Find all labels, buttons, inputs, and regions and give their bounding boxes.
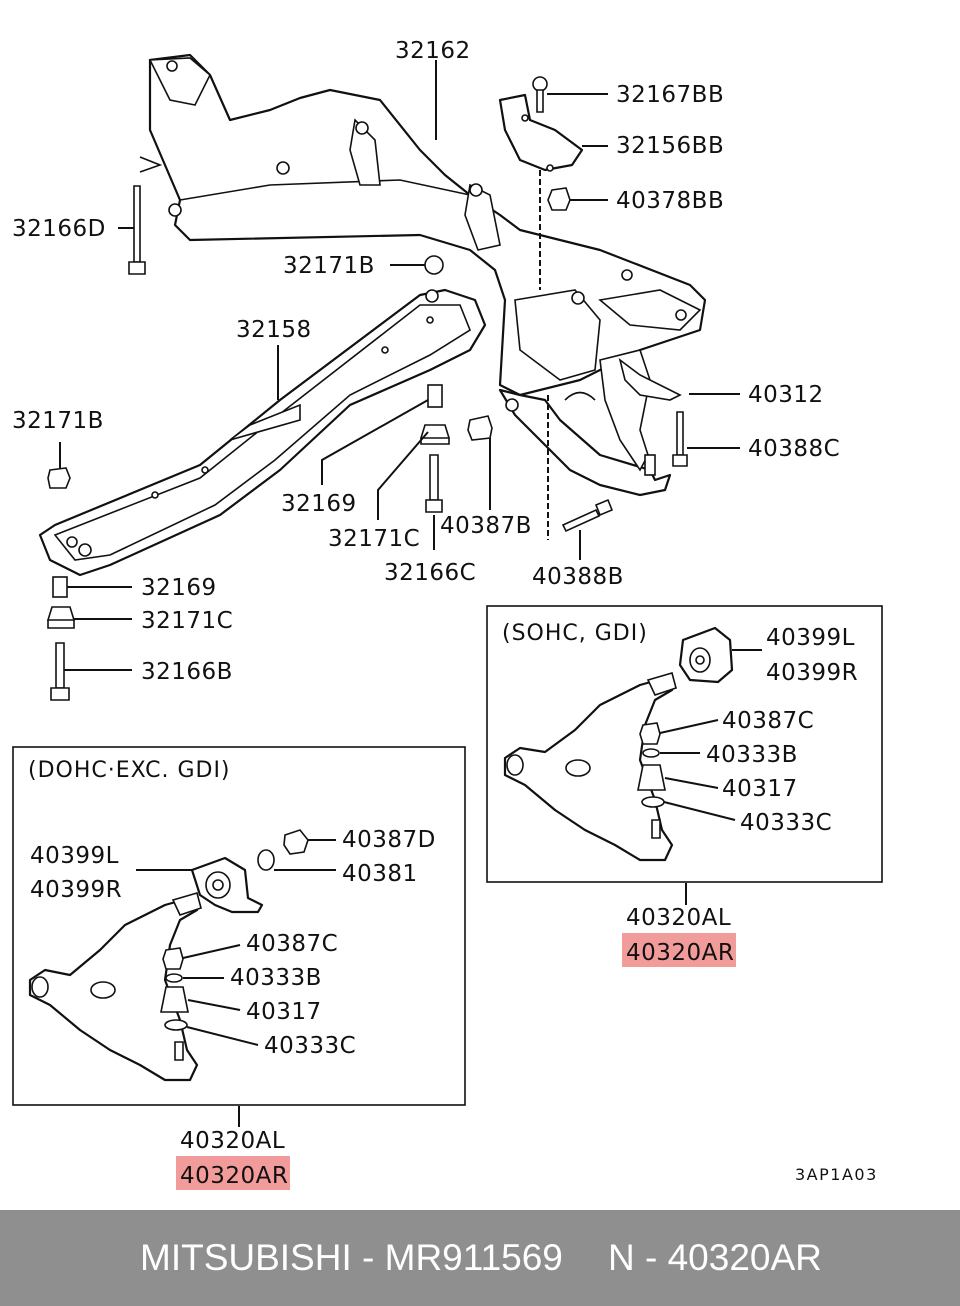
- sohc-label-40387c: 40387C: [722, 708, 814, 734]
- label-40312: 40312: [748, 382, 824, 408]
- sohc-ring-40333c: [641, 796, 665, 808]
- crossmember-arm: [498, 349, 682, 497]
- label-32171c-mid: 32171C: [328, 526, 420, 552]
- sohc-part-40320al: 40320AL: [626, 905, 731, 931]
- dohc-nut-40387d: [283, 829, 309, 855]
- sohc-label-40317: 40317: [722, 776, 798, 802]
- sohc-label-40333c: 40333C: [740, 810, 832, 836]
- sohc-ball-joint: [651, 819, 661, 839]
- label-32171c-left: 32171C: [141, 608, 233, 634]
- label-32162: 32162: [395, 38, 471, 64]
- label-32171b-top: 32171B: [283, 253, 375, 279]
- label-32169-mid: 32169: [281, 491, 357, 517]
- dohc-label-40399r: 40399R: [30, 877, 122, 903]
- crossmember: [139, 53, 707, 397]
- dohc-boot-40317: [160, 986, 189, 1013]
- label-40378bb: 40378BB: [616, 188, 724, 214]
- leader-lines: [59, 60, 740, 671]
- label-40387b: 40387B: [440, 513, 532, 539]
- dohc-ring-40333c: [164, 1019, 188, 1031]
- rear-member: [38, 288, 487, 577]
- sohc-ring-40333b: [642, 748, 660, 758]
- dohc-part-highlight: [176, 1156, 290, 1190]
- dohc-bushing-40399: [190, 856, 264, 914]
- sohc-label-40333b: 40333B: [706, 742, 798, 768]
- label-40388c: 40388C: [748, 436, 840, 462]
- label-40388b: 40388B: [532, 564, 624, 590]
- sohc-box-title: (SOHC, GDI): [502, 621, 648, 646]
- sohc-boot-40317: [637, 764, 666, 791]
- bolt-32166d: [128, 185, 146, 275]
- dohc-box-title: (DOHC·EXC. GDI): [28, 758, 231, 783]
- dohc-ring-40333b: [165, 973, 183, 983]
- dohc-label-40317: 40317: [246, 999, 322, 1025]
- bushing-32171b-top: [424, 255, 444, 275]
- collar-32169-mid: [427, 384, 443, 408]
- bolt-40388c: [672, 411, 688, 467]
- sohc-label-40399r: 40399R: [766, 660, 858, 686]
- label-32166c: 32166C: [384, 560, 476, 586]
- bolt-40388b: [561, 498, 614, 533]
- label-32166d: 32166D: [12, 216, 106, 242]
- sohc-label-40399l: 40399L: [766, 625, 855, 651]
- sohc-part-highlight: [622, 933, 736, 967]
- sohc-bushing-40399: [678, 626, 734, 684]
- diagram-code: 3AP1A03: [795, 1165, 878, 1184]
- sohc-part-40320ar: 40320AR: [626, 940, 734, 966]
- dohc-part-40320al: 40320AL: [180, 1128, 285, 1154]
- dohc-exc-gdi-box: (DOHC·EXC. GDI) 40387D 40381 403: [12, 746, 466, 1127]
- nut-32171b-left: [47, 467, 71, 489]
- main-labels: 32162 32167BB 32156BB 40378BB 32166D 321…: [12, 38, 840, 685]
- dohc-part-40320ar: 40320AR: [180, 1163, 288, 1189]
- label-32156bb: 32156BB: [616, 133, 724, 159]
- sohc-gdi-box: (SOHC, GDI) 40399L 40399R 40387C 40333B …: [486, 605, 883, 905]
- dohc-label-40381: 40381: [342, 861, 418, 887]
- dohc-label-40333b: 40333B: [230, 965, 322, 991]
- dohc-ball-joint: [174, 1041, 184, 1061]
- bushing-32171c-left: [46, 606, 76, 629]
- dohc-washer-40381: [257, 849, 275, 871]
- footer-brand-part-number: MITSUBISHI - MR911569: [140, 1237, 563, 1278]
- label-32169-left: 32169: [141, 575, 217, 601]
- label-32166b: 32166B: [141, 659, 233, 685]
- dohc-nut-40387c: [162, 947, 184, 970]
- bushing-32171c-mid: [419, 424, 451, 445]
- bracket-32156bb: [498, 93, 584, 172]
- label-32158: 32158: [236, 317, 312, 343]
- footer-bar: MITSUBISHI - MR911569 N - 40320AR: [0, 1210, 960, 1306]
- footer-oem-code: N - 40320AR: [608, 1237, 822, 1278]
- sohc-nut-40387c: [639, 722, 661, 745]
- dohc-label-40333c: 40333C: [264, 1033, 356, 1059]
- label-32167bb: 32167BB: [616, 82, 724, 108]
- collar-32169-left: [52, 576, 68, 598]
- bushing-40387b: [467, 415, 493, 441]
- dohc-label-40387c: 40387C: [246, 931, 338, 957]
- dohc-label-40399l: 40399L: [30, 843, 119, 869]
- parts-diagram: 32162 32167BB 32156BB 40378BB 32166D 321…: [12, 38, 883, 1190]
- bolt-32166c: [425, 454, 443, 513]
- label-32171b-left: 32171B: [12, 408, 104, 434]
- nut-40378bb: [547, 187, 571, 211]
- bolt-32166b: [50, 642, 70, 701]
- bolt-32167bb: [532, 76, 548, 113]
- dohc-label-40387d: 40387D: [342, 827, 436, 853]
